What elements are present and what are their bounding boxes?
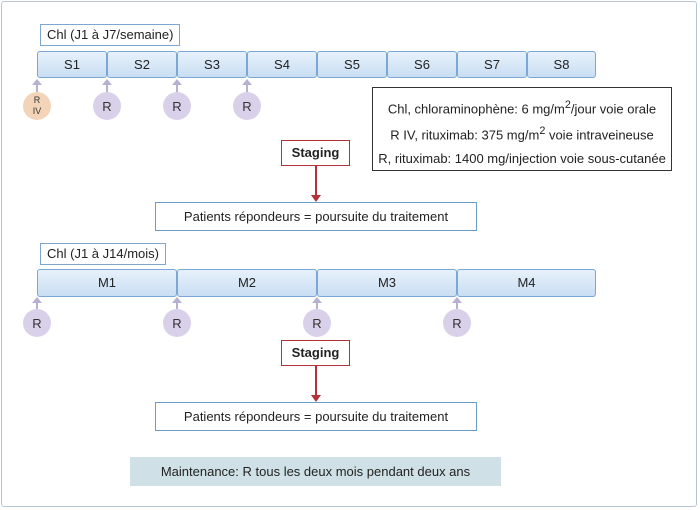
rituximab-marker: R xyxy=(443,309,471,337)
staging-box-2: Staging xyxy=(281,340,350,366)
rituximab-marker: R xyxy=(303,309,331,337)
marker-arrow xyxy=(172,297,182,309)
rituximab-iv-marker: R IV xyxy=(23,92,51,120)
segment-m1: M1 xyxy=(37,269,177,297)
rituximab-marker: R xyxy=(163,309,191,337)
maintenance-box: Maintenance: R tous les deux mois pendan… xyxy=(130,457,501,486)
segment-s4: S4 xyxy=(247,51,317,78)
segment-m3: M3 xyxy=(317,269,457,297)
segment-s1: S1 xyxy=(37,51,107,78)
marker-arrow xyxy=(312,297,322,309)
dosage-legend: Chl, chloraminophène: 6 mg/m2/jour voie … xyxy=(372,87,672,171)
legend-line-chl: Chl, chloraminophène: 6 mg/m2/jour voie … xyxy=(387,99,657,117)
marker-label-line2: IV xyxy=(32,106,42,116)
segment-s8: S8 xyxy=(527,51,596,78)
outcome-box-1: Patients répondeurs = poursuite du trait… xyxy=(155,202,477,231)
marker-label-line1: R xyxy=(33,95,41,105)
staging-box-1: Staging xyxy=(281,140,350,166)
marker-arrow xyxy=(172,79,182,92)
segment-s2: S2 xyxy=(107,51,177,78)
segment-s3: S3 xyxy=(177,51,247,78)
segment-s5: S5 xyxy=(317,51,387,78)
segment-m2: M2 xyxy=(177,269,317,297)
legend-line-riv: R IV, rituximab: 375 mg/m2 voie intravei… xyxy=(390,125,654,143)
marker-arrow xyxy=(32,297,42,309)
legend-line-r: R, rituximab: 1400 mg/injection voie sou… xyxy=(378,150,666,166)
segment-m4: M4 xyxy=(457,269,596,297)
phase2-schedule-label: Chl (J1 à J14/mois) xyxy=(40,243,166,265)
marker-arrow xyxy=(32,79,42,92)
marker-arrow xyxy=(452,297,462,309)
rituximab-marker: R xyxy=(163,92,191,120)
segment-s7: S7 xyxy=(457,51,527,78)
staging-arrow-2 xyxy=(311,366,321,402)
segment-s6: S6 xyxy=(387,51,457,78)
marker-arrow xyxy=(242,79,252,92)
rituximab-marker: R xyxy=(233,92,261,120)
rituximab-marker: R xyxy=(93,92,121,120)
staging-arrow-1 xyxy=(311,166,321,202)
outcome-box-2: Patients répondeurs = poursuite du trait… xyxy=(155,402,477,431)
phase1-schedule-label: Chl (J1 à J7/semaine) xyxy=(40,24,181,46)
rituximab-marker: R xyxy=(23,309,51,337)
marker-arrow xyxy=(102,79,112,92)
